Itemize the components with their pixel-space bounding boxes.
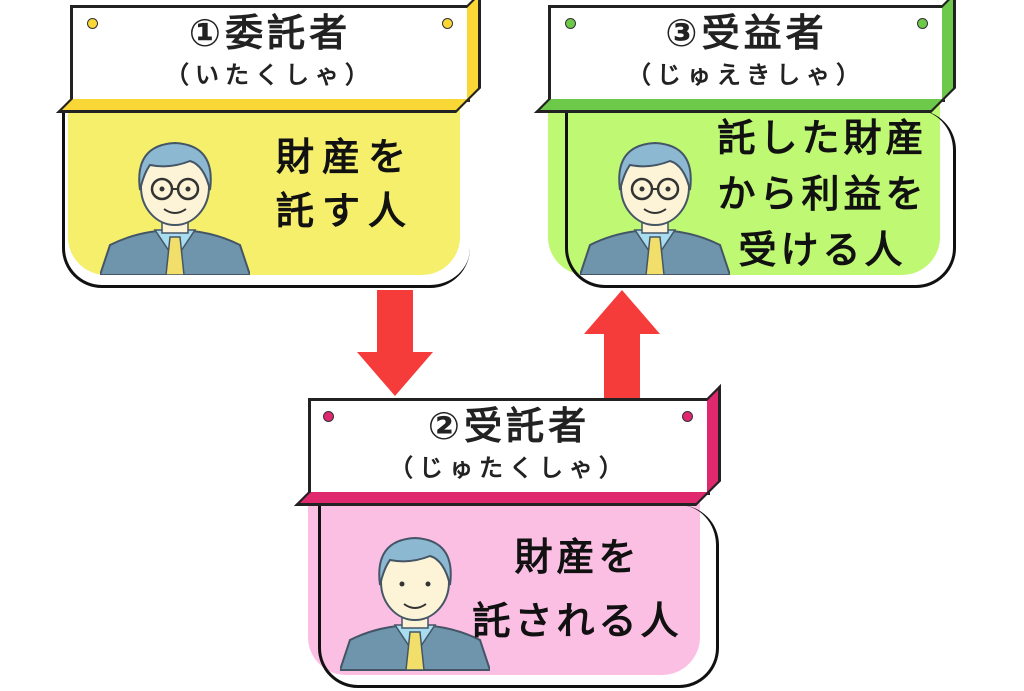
card-header: ②受託者 （じゅたくしゃ） bbox=[294, 384, 721, 506]
person-illustration-elderly bbox=[98, 125, 252, 279]
card-description: 託した財産 から利益を 受ける人 bbox=[717, 116, 928, 272]
pin-dot bbox=[87, 18, 98, 29]
pin-dot bbox=[917, 18, 928, 29]
arrow-up bbox=[584, 290, 660, 400]
card-number: ② bbox=[427, 404, 465, 448]
pin-dot bbox=[442, 18, 453, 29]
card-header: ③受益者 （じゅえきしゃ） bbox=[534, 0, 956, 113]
card-number: ① bbox=[188, 11, 226, 55]
card-description: 財産を 託される人 bbox=[472, 535, 683, 643]
card-description: 財産を 託す人 bbox=[275, 135, 414, 233]
card-reading: （じゅたくしゃ） bbox=[389, 454, 629, 482]
arrow-down bbox=[357, 290, 433, 396]
card-number: ③ bbox=[665, 11, 702, 55]
card-header: ①委託者 （いたくしゃ） bbox=[56, 0, 481, 113]
card-title: 委託者 bbox=[225, 11, 352, 55]
pin-dot bbox=[565, 18, 576, 29]
card-outline bbox=[62, 110, 470, 288]
card-reading: （いたくしゃ） bbox=[165, 61, 375, 89]
card-title: 受益者 bbox=[701, 11, 828, 55]
card-outline bbox=[565, 110, 956, 288]
card-outline bbox=[318, 505, 719, 688]
person-illustration-elderly bbox=[578, 125, 732, 279]
pin-dot bbox=[323, 411, 334, 422]
card-reading: （じゅえきしゃ） bbox=[626, 61, 867, 89]
pin-dot bbox=[682, 411, 693, 422]
card-title: 受託者 bbox=[464, 404, 591, 448]
person-illustration-young bbox=[338, 515, 492, 679]
